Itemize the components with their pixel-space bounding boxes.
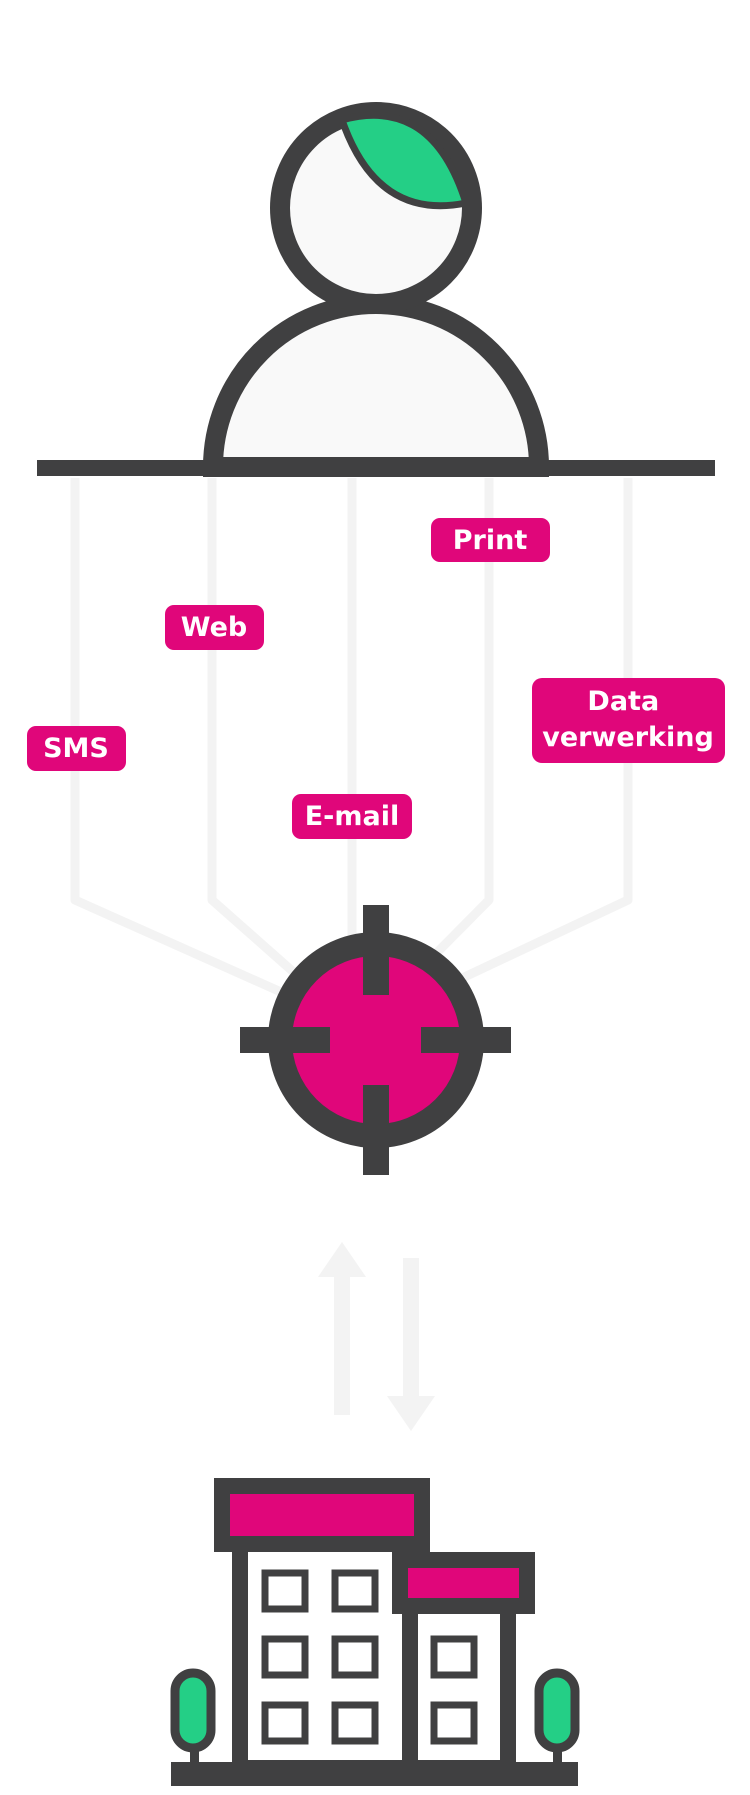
person-hair <box>338 111 470 210</box>
flow-line-web <box>207 478 328 1004</box>
arrow-up-icon <box>318 1242 366 1415</box>
person-icon <box>37 102 715 477</box>
arrow-down-icon <box>387 1258 435 1431</box>
crosshair-top <box>363 905 389 995</box>
crosshair-right <box>421 1027 511 1053</box>
crosshair-left <box>240 1027 330 1053</box>
building-windows <box>261 1569 478 1745</box>
building-annex-sign <box>392 1552 535 1614</box>
svg-text:Print: Print <box>453 525 528 556</box>
channel-badge-web: Web <box>165 605 264 650</box>
building-ground-line <box>171 1762 578 1786</box>
channel-label-email: E-mail <box>305 801 400 832</box>
channel-label-web: Web <box>181 612 247 643</box>
channel-label-data-line1: Data <box>587 686 659 717</box>
svg-text:E-mail: E-mail <box>305 801 400 832</box>
channel-badge-email: E-mail <box>292 794 412 839</box>
person-desk-line <box>37 460 715 476</box>
channel-label-sms: SMS <box>43 733 109 764</box>
tree-right-icon <box>534 1668 580 1768</box>
target-icon <box>240 905 511 1175</box>
channel-label-print: Print <box>453 525 528 556</box>
flow-line-data <box>403 478 633 1010</box>
flow-line-sms <box>70 478 312 1010</box>
channel-badge-sms: SMS <box>27 726 126 771</box>
svg-text:SMS: SMS <box>43 733 109 764</box>
building-main-sign <box>214 1478 430 1552</box>
svg-text:Data verwerking: Data verwerking <box>542 686 714 753</box>
crosshair-bottom <box>363 1085 389 1175</box>
person-body <box>202 294 550 477</box>
channel-label-data-line2: verwerking <box>542 722 714 753</box>
building-icon <box>170 1478 580 1786</box>
channel-badge-print: Print <box>431 518 550 562</box>
channel-badge-data: Data verwerking <box>532 678 725 763</box>
tree-left-icon <box>170 1668 216 1768</box>
exchange-arrows <box>318 1242 435 1431</box>
svg-text:Web: Web <box>181 612 247 643</box>
